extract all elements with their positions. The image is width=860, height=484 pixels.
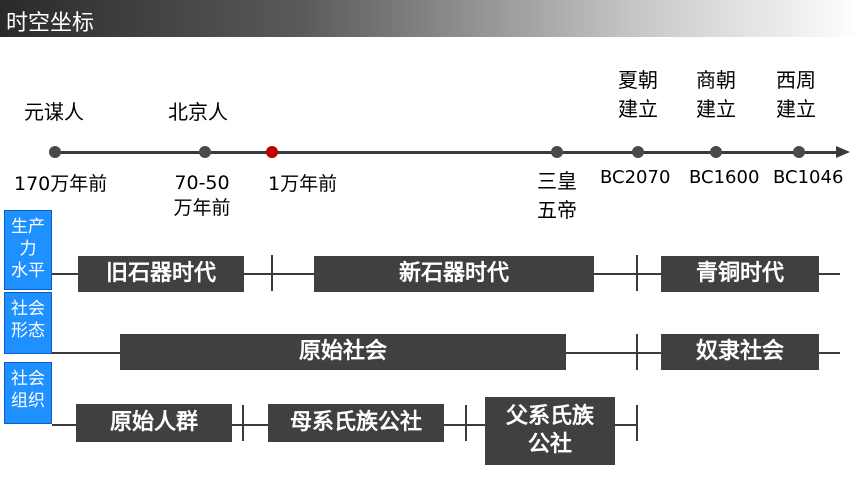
row2-tick-1 xyxy=(636,334,638,370)
timeline-dot-10000-years xyxy=(266,146,278,158)
segment-slave-society: 奴隶社会 xyxy=(661,334,819,370)
row-label-social-form: 社会 形态 xyxy=(4,292,52,354)
date-label-three-sovereigns: 三皇 五帝 xyxy=(537,169,577,222)
timeline-arrow xyxy=(836,146,850,158)
row1-tick-1 xyxy=(271,255,273,291)
row-label-social-org: 社会 组织 xyxy=(4,362,52,424)
event-label-xia: 夏朝 建立 xyxy=(618,68,658,121)
segment-patrilineal-clan: 父系氏族 公社 xyxy=(485,397,615,465)
row3-tick-3 xyxy=(636,405,638,441)
timeline-dot-beijing xyxy=(199,146,211,158)
date-label-bc2070: BC2070 xyxy=(600,167,671,188)
date-label-170: 170万年前 xyxy=(14,173,108,195)
row1-tick-2 xyxy=(636,255,638,291)
date-label-10000: 1万年前 xyxy=(268,173,338,195)
date-label-bc1600: BC1600 xyxy=(689,167,760,188)
timeline-dot-yuanmou xyxy=(49,146,61,158)
segment-bronze-age: 青铜时代 xyxy=(661,256,819,292)
segment-primitive-horde: 原始人群 xyxy=(76,404,232,442)
segment-paleolithic: 旧石器时代 xyxy=(78,256,244,292)
row3-tick-2 xyxy=(465,405,467,441)
date-label-70-50: 70-50 万年前 xyxy=(173,172,231,219)
segment-matrilineal-clan: 母系氏族公社 xyxy=(268,404,444,442)
row3-tick-1 xyxy=(242,405,244,441)
event-label-zhou: 西周 建立 xyxy=(776,68,816,121)
timeline-dot-three-sovereigns xyxy=(551,146,563,158)
segment-primitive-society: 原始社会 xyxy=(120,334,566,370)
timeline-dot-zhou xyxy=(793,146,805,158)
event-label-shang: 商朝 建立 xyxy=(696,68,736,121)
timeline-dot-xia xyxy=(632,146,644,158)
event-label-yuanmou: 元谋人 xyxy=(24,100,84,124)
segment-neolithic: 新石器时代 xyxy=(314,256,594,292)
title-bar: 时空坐标 xyxy=(0,0,860,37)
event-label-beijing: 北京人 xyxy=(168,100,228,124)
row-label-productivity: 生产力 水平 xyxy=(4,210,52,290)
date-label-bc1046: BC1046 xyxy=(773,167,844,188)
page-title: 时空坐标 xyxy=(6,11,95,36)
timeline-dot-shang xyxy=(710,146,722,158)
timeline-axis xyxy=(52,151,838,154)
